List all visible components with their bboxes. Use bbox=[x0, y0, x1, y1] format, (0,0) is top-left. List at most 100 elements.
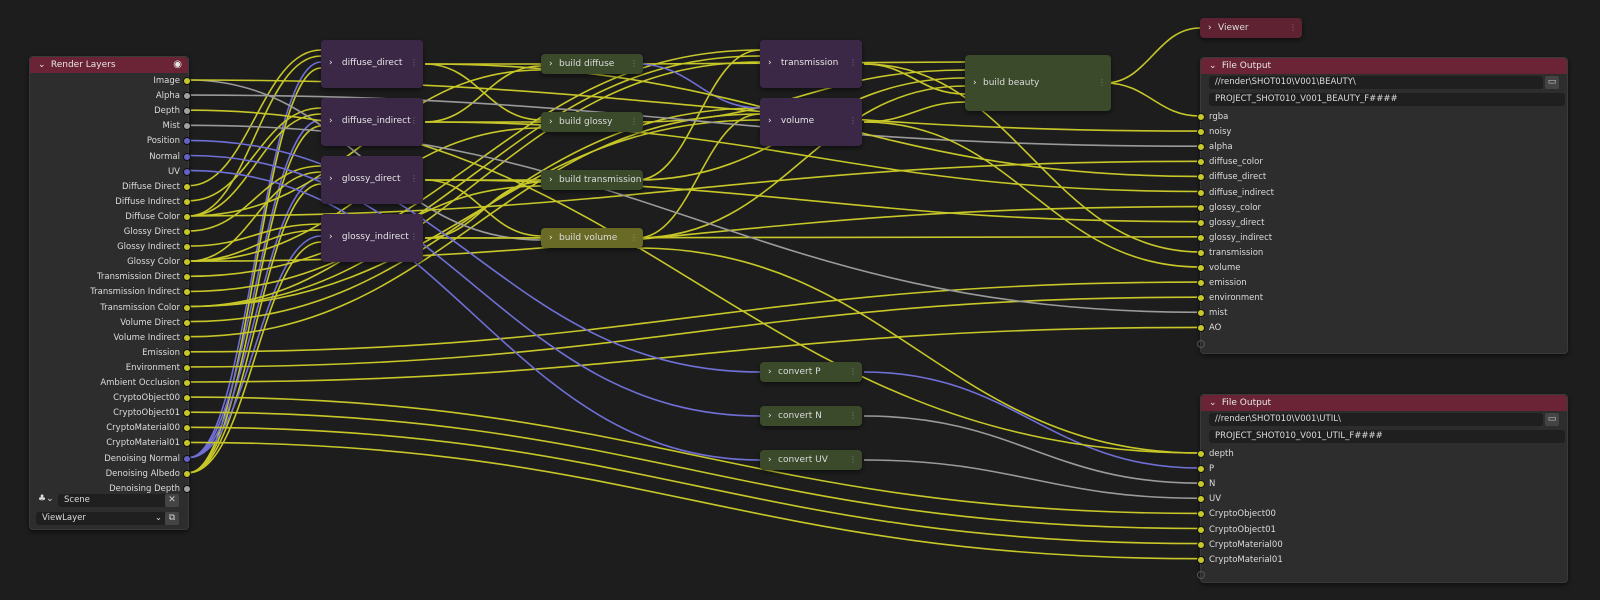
input-socket[interactable] bbox=[1197, 248, 1205, 257]
output-socket[interactable] bbox=[183, 484, 191, 493]
chevron-right-icon[interactable]: › bbox=[768, 58, 772, 68]
chevron-right-icon[interactable]: › bbox=[329, 116, 333, 126]
file-output-util-node[interactable]: ⌄ File Output //render\SHOT010\V001\UTIL… bbox=[1197, 394, 1568, 583]
input-socket[interactable] bbox=[1197, 233, 1205, 242]
output-socket[interactable] bbox=[183, 137, 191, 146]
scene-icon[interactable]: ♣⌄ bbox=[38, 494, 54, 504]
output-socket[interactable] bbox=[183, 409, 191, 418]
group-node-transmission[interactable]: › transmission ⋮ bbox=[760, 40, 862, 88]
grip-icon[interactable]: ⋮ bbox=[849, 116, 857, 125]
grip-icon[interactable]: ⋮ bbox=[630, 59, 638, 68]
output-socket[interactable] bbox=[183, 197, 191, 206]
output-socket[interactable] bbox=[183, 152, 191, 161]
input-socket[interactable] bbox=[1197, 218, 1205, 227]
chevron-right-icon[interactable]: › bbox=[768, 455, 772, 465]
output-socket[interactable] bbox=[183, 439, 191, 448]
input-socket[interactable] bbox=[1197, 450, 1205, 458]
file-name-field[interactable]: PROJECT_SHOT010_V001_UTIL_F#### bbox=[1209, 430, 1565, 443]
grip-icon[interactable]: ⋮ bbox=[410, 174, 418, 183]
output-socket[interactable] bbox=[183, 379, 191, 387]
grip-icon[interactable]: ⋮ bbox=[849, 411, 857, 420]
grip-icon[interactable]: ⋮ bbox=[410, 232, 418, 241]
output-socket[interactable] bbox=[183, 348, 191, 357]
output-path-field[interactable]: //render\SHOT010\V001\UTIL\ bbox=[1209, 413, 1543, 426]
chevron-right-icon[interactable]: › bbox=[768, 411, 772, 421]
chevron-right-icon[interactable]: › bbox=[329, 232, 333, 242]
input-socket[interactable] bbox=[1197, 309, 1205, 318]
input-socket[interactable] bbox=[1197, 143, 1205, 152]
chevron-right-icon[interactable]: › bbox=[549, 233, 553, 243]
folder-icon[interactable]: ▭ bbox=[1545, 413, 1559, 426]
output-socket[interactable] bbox=[183, 394, 191, 403]
file-output-header[interactable]: ⌄ File Output bbox=[1201, 58, 1567, 74]
folder-icon[interactable]: ▭ bbox=[1545, 76, 1559, 89]
file-output-beauty-node[interactable]: ⌄ File Output //render\SHOT010\V001\BEAU… bbox=[1197, 57, 1568, 354]
output-socket[interactable] bbox=[183, 318, 191, 327]
output-socket[interactable] bbox=[183, 182, 191, 191]
eye-icon[interactable]: ◉ bbox=[173, 59, 182, 70]
input-socket[interactable] bbox=[1197, 264, 1205, 272]
chevron-right-icon[interactable]: › bbox=[549, 59, 553, 69]
output-socket[interactable] bbox=[183, 228, 191, 236]
grip-icon[interactable]: ⋮ bbox=[849, 58, 857, 67]
grip-icon[interactable]: ⋮ bbox=[849, 455, 857, 464]
output-socket[interactable] bbox=[183, 363, 191, 372]
input-socket[interactable] bbox=[1197, 203, 1205, 212]
grip-icon[interactable]: ⋮ bbox=[630, 117, 638, 126]
chevron-right-icon[interactable]: › bbox=[549, 175, 553, 185]
output-socket[interactable] bbox=[183, 303, 191, 312]
chevron-right-icon[interactable]: › bbox=[329, 58, 333, 68]
file-name-field[interactable]: PROJECT_SHOT010_V001_BEAUTY_F#### bbox=[1209, 93, 1565, 106]
empty-input-socket[interactable] bbox=[1197, 339, 1205, 348]
node-build-diffuse[interactable]: ›build diffuse ⋮ bbox=[541, 54, 643, 74]
grip-icon[interactable]: ⋮ bbox=[849, 367, 857, 376]
group-node-glossy-direct[interactable]: › glossy_direct ⋮ bbox=[321, 156, 423, 204]
node-convert-uv[interactable]: ›convert UV ⋮ bbox=[760, 450, 862, 470]
input-socket[interactable] bbox=[1197, 555, 1205, 564]
node-build-transmission[interactable]: ›build transmission ⋮ bbox=[541, 170, 643, 190]
input-socket[interactable] bbox=[1197, 324, 1205, 333]
node-build-glossy[interactable]: ›build glossy ⋮ bbox=[541, 112, 643, 132]
output-path-field[interactable]: //render\SHOT010\V001\BEAUTY\ bbox=[1209, 76, 1543, 89]
chevron-down-icon[interactable]: ⌄ bbox=[1209, 61, 1217, 71]
output-socket[interactable] bbox=[183, 212, 191, 221]
group-node-volume[interactable]: › volume ⋮ bbox=[760, 98, 862, 146]
output-socket[interactable] bbox=[183, 243, 191, 252]
output-socket[interactable] bbox=[183, 92, 191, 101]
close-icon[interactable]: ✕ bbox=[165, 494, 179, 507]
output-socket[interactable] bbox=[183, 273, 191, 282]
chevron-down-icon[interactable]: ⌄ bbox=[38, 60, 46, 70]
view-layer-field[interactable]: ViewLayer ⌄ bbox=[36, 512, 166, 525]
output-socket[interactable] bbox=[183, 258, 191, 267]
render-layer-icon[interactable]: ⧉ bbox=[165, 512, 179, 525]
input-socket[interactable] bbox=[1197, 480, 1205, 489]
input-socket[interactable] bbox=[1197, 188, 1205, 197]
chevron-right-icon[interactable]: › bbox=[973, 78, 977, 88]
node-convert-n[interactable]: ›convert N ⋮ bbox=[760, 406, 862, 426]
chevron-right-icon[interactable]: › bbox=[1208, 23, 1212, 33]
chevron-right-icon[interactable]: › bbox=[768, 367, 772, 377]
grip-icon[interactable]: ⋮ bbox=[630, 233, 638, 242]
input-socket[interactable] bbox=[1197, 128, 1205, 137]
output-socket[interactable] bbox=[183, 77, 191, 85]
chevron-right-icon[interactable]: › bbox=[768, 116, 772, 126]
input-socket[interactable] bbox=[1197, 279, 1205, 288]
chevron-down-icon[interactable]: ⌄ bbox=[1209, 398, 1217, 408]
output-socket[interactable] bbox=[183, 167, 191, 176]
file-output-header[interactable]: ⌄ File Output bbox=[1201, 395, 1567, 411]
group-node-diffuse-indirect[interactable]: › diffuse_indirect ⋮ bbox=[321, 98, 423, 146]
input-socket[interactable] bbox=[1197, 173, 1205, 182]
group-node-glossy-indirect[interactable]: › glossy_indirect ⋮ bbox=[321, 214, 423, 262]
input-socket[interactable] bbox=[1197, 495, 1205, 504]
input-socket[interactable] bbox=[1197, 540, 1205, 549]
output-socket[interactable] bbox=[183, 424, 191, 433]
input-socket[interactable] bbox=[1197, 158, 1205, 167]
grip-icon[interactable]: ⋮ bbox=[410, 116, 418, 125]
node-build-beauty[interactable]: ›build beauty ⋮ bbox=[965, 55, 1111, 111]
input-socket[interactable] bbox=[1197, 113, 1205, 121]
output-socket[interactable] bbox=[183, 454, 191, 463]
chevron-right-icon[interactable]: › bbox=[549, 117, 553, 127]
output-socket[interactable] bbox=[183, 107, 191, 116]
node-convert-p[interactable]: ›convert P ⋮ bbox=[760, 362, 862, 382]
node-viewer[interactable]: ›Viewer ⋮ bbox=[1200, 18, 1302, 38]
